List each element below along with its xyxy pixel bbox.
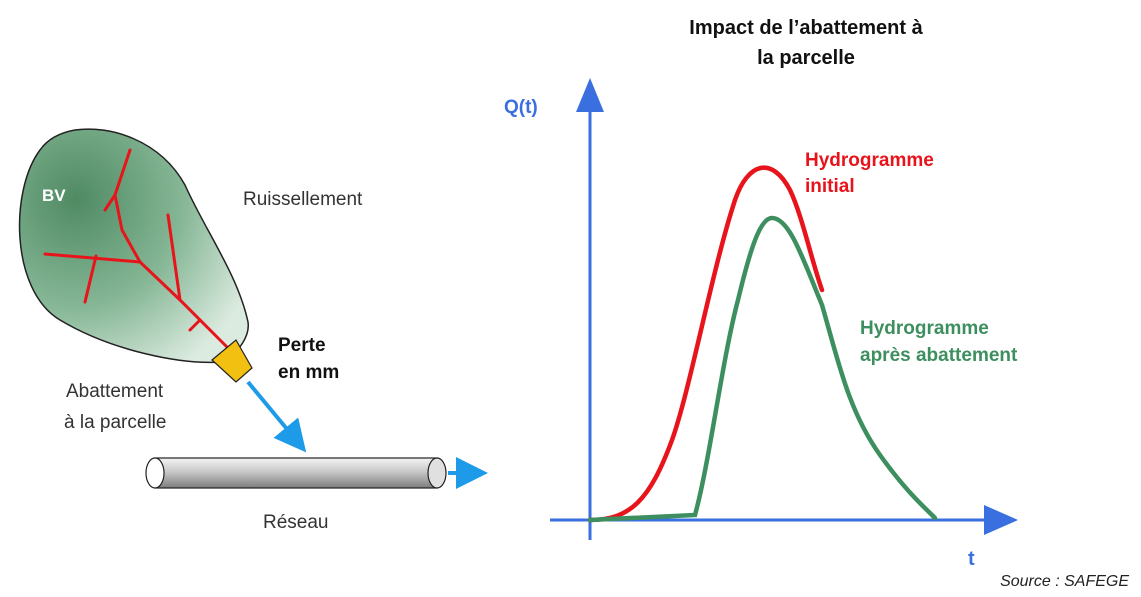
initial-curve-label-line2: initial — [805, 176, 855, 197]
network-pipe — [145, 457, 447, 489]
catchment-area — [18, 128, 249, 364]
chart-title-line1: Impact de l’abattement à — [689, 17, 923, 39]
abatement-label-line2: à la parcelle — [64, 412, 166, 433]
initial-curve-label-line1: Hydrogramme — [805, 150, 934, 171]
catchment-label: BV — [42, 186, 66, 205]
loss-label-line1: Perte — [278, 335, 326, 356]
initial-hydrograph-curve — [587, 165, 825, 523]
hydrograph-chart: Impact de l’abattement à la parcelle Q(t… — [504, 17, 1018, 570]
outlet-marker — [211, 339, 253, 383]
drainage-network — [43, 148, 230, 350]
chart-title-line2: la parcelle — [757, 47, 855, 69]
network-label: Réseau — [263, 512, 329, 533]
y-axis-arrowhead — [576, 78, 604, 112]
x-axis-label: t — [968, 548, 975, 570]
after-curve-label-line1: Hydrogramme — [860, 318, 989, 339]
axes — [550, 78, 1018, 540]
source-credit: Source : SAFEGE — [1000, 573, 1129, 590]
x-axis-arrowhead — [984, 505, 1018, 535]
loss-label-line2: en mm — [278, 362, 339, 383]
y-axis-label: Q(t) — [504, 97, 538, 118]
after-curve-label-line2: après abattement — [860, 345, 1018, 366]
after-abatement-hydrograph-curve — [587, 215, 938, 523]
outlet-arrow — [246, 380, 307, 453]
abatement-label-line1: Abattement — [66, 381, 164, 402]
runoff-label: Ruissellement — [243, 189, 363, 210]
catchment-diagram: BV Ruissellement Perte en mm Abattement … — [18, 128, 488, 533]
